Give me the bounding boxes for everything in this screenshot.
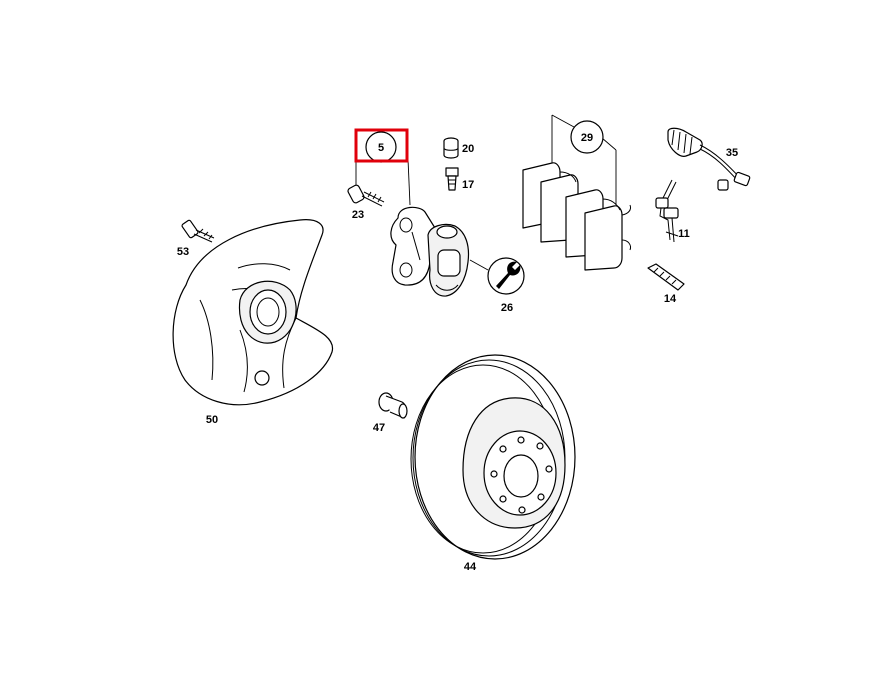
part-5-caliper-bracket[interactable] [390,206,436,286]
part-44-brake-disc[interactable] [410,354,576,560]
part-11-spring-clip[interactable] [655,179,679,243]
label-29: 29 [581,132,593,144]
label-26: 26 [501,302,513,314]
label-5: 5 [378,142,384,154]
label-14: 14 [664,293,677,305]
label-17: 17 [462,179,474,191]
part-35-wear-sensor[interactable] [667,127,751,191]
label-44: 44 [464,561,477,573]
part-29-brake-pads[interactable] [522,162,631,271]
label-20: 20 [462,143,474,155]
callout-5[interactable] [354,128,409,163]
label-35: 35 [726,147,738,159]
caliper-housing [427,223,470,297]
part-53-bolt[interactable] [181,219,215,243]
part-14-guide-pin[interactable] [647,263,685,291]
part-17-bleed-screw[interactable] [445,167,459,191]
part-47-bolt[interactable] [378,392,408,419]
wrench-icon [487,257,525,295]
label-53: 53 [177,246,189,258]
part-23-bolt[interactable] [347,184,385,207]
label-11: 11 [678,228,690,240]
label-47: 47 [373,422,385,434]
label-23: 23 [352,209,364,221]
callout-29[interactable] [570,120,604,154]
label-50: 50 [206,414,218,426]
part-50-dust-shield[interactable] [172,219,334,406]
part-20-bleed-cap[interactable] [443,137,459,159]
